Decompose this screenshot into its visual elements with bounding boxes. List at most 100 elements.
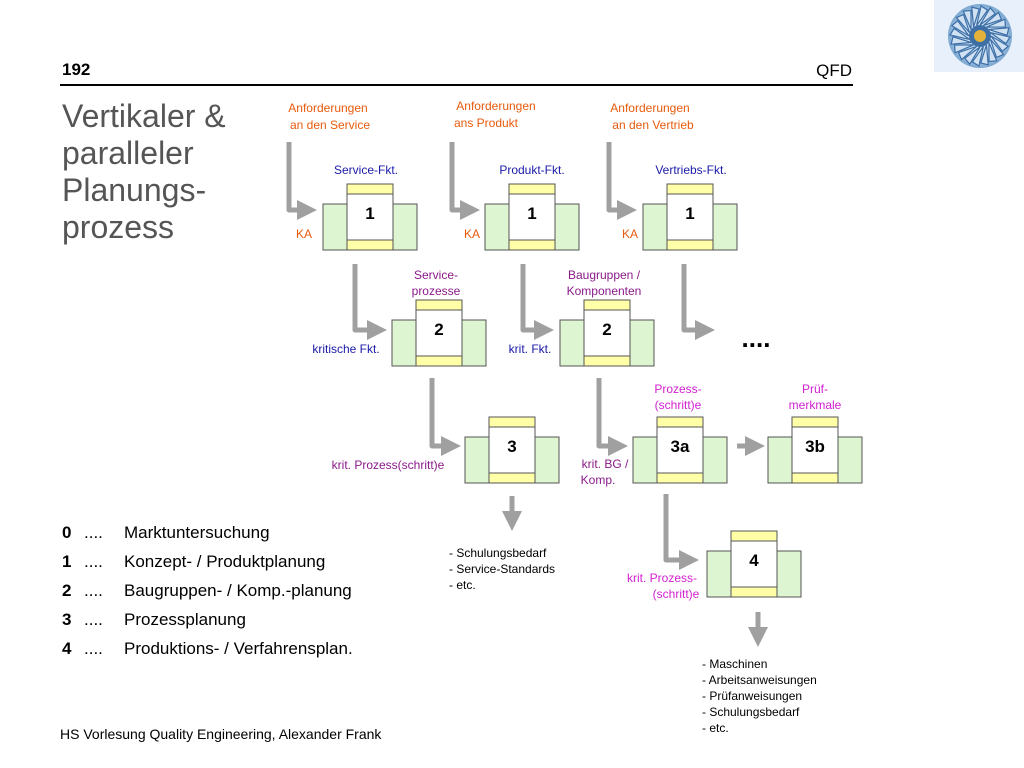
house-number: 2 <box>434 320 443 339</box>
title-line: Planungs- <box>62 172 207 208</box>
turbine-blade <box>990 35 1010 53</box>
ka-label: KA <box>296 227 312 241</box>
house-number: 4 <box>749 551 759 570</box>
phase-text: Marktuntersuchung <box>124 523 270 542</box>
crit-bg-label: krit. BG / <box>582 457 629 471</box>
phase-dots: .... <box>84 610 103 629</box>
turbine-blade <box>962 9 972 30</box>
qfd-house-h1b: 1 <box>484 183 580 251</box>
arrow-h1a-to-h2a <box>352 264 387 340</box>
phase-text: Baugruppen- / Komp.-planung <box>124 581 352 600</box>
phase-dots: .... <box>84 552 103 571</box>
phase-item: 0.... Marktuntersuchung <box>62 518 353 547</box>
header-rule <box>60 84 853 86</box>
house-number: 3a <box>671 437 690 456</box>
qfd-house-h1a: 1 <box>322 183 418 251</box>
phase-number: 4 <box>62 639 72 658</box>
arrow-h1c-continue <box>681 264 715 340</box>
input-sales-label: Anforderungen <box>610 101 689 115</box>
turbine-blade <box>950 19 970 37</box>
crit-bg-label: Komp. <box>581 473 616 487</box>
service-processes-label: prozesse <box>412 284 461 298</box>
turbine-blade <box>990 32 1011 45</box>
slide-title: Vertikaler & paralleler Planungs- prozes… <box>62 98 282 246</box>
crit-process-4-label: krit. Prozess- <box>627 571 697 585</box>
note-item: - Prüfanweisungen <box>702 689 803 703</box>
title-line: paralleler <box>62 135 194 171</box>
note-item: - etc. <box>702 721 729 735</box>
turbine-wheel-icon <box>934 0 1024 72</box>
turbine-blade <box>983 11 1003 27</box>
phase-item: 2.... Baugruppen- / Komp.-planung <box>62 576 353 605</box>
notes-house-4: - Maschinen - Arbeitsanweisungen - Prüfa… <box>702 656 817 736</box>
phase-dots: .... <box>84 523 103 542</box>
test-features-label: Prüf- <box>802 382 828 396</box>
qfd-house-h1c: 1 <box>642 183 738 251</box>
input-sales-label: an den Vertrieb <box>612 118 694 132</box>
phase-text: Produktions- / Verfahrensplan. <box>124 639 353 658</box>
house-number: 2 <box>602 320 611 339</box>
notes-house-3: - Schulungsbedarf - Service-Standards - … <box>449 545 555 593</box>
process-steps-label: (schritt)e <box>655 398 702 412</box>
qfd-house-h3: 3 <box>464 416 560 484</box>
qfd-house-h2a: 2 <box>391 299 487 367</box>
qfd-house-h4: 4 <box>706 530 802 598</box>
crit-process-3-label: krit. Prozess(schritt)e <box>332 458 445 472</box>
crit-fkt-label: krit. Fkt. <box>509 342 552 356</box>
input-product-label: ans Produkt <box>454 116 519 130</box>
arrow-h1b-to-h2b <box>520 264 554 340</box>
page-number: 192 <box>62 60 91 79</box>
turbine-blade <box>988 42 998 63</box>
turbine-blade <box>976 5 989 26</box>
house-number: 1 <box>527 204 536 223</box>
function-sales-label: Vertriebs-Fkt. <box>655 163 726 177</box>
phase-number: 0 <box>62 523 72 542</box>
phase-dots: .... <box>84 581 103 600</box>
turbine-blade <box>950 36 972 45</box>
turbine-blade <box>949 27 970 40</box>
qfd-house-h3b: 3b <box>767 416 863 484</box>
phase-item: 4.... Produktions- / Verfahrensplan. <box>62 634 353 663</box>
turbine-blade <box>963 46 981 66</box>
phase-dots: .... <box>84 639 103 658</box>
turbine-blade <box>989 39 1005 59</box>
ka-label: KA <box>622 227 638 241</box>
house-number: 3b <box>805 437 825 456</box>
ka-label: KA <box>464 227 480 241</box>
phase-number: 1 <box>62 552 72 571</box>
phase-item: 1.... Konzept- / Produktplanung <box>62 547 353 576</box>
input-service-label: Anforderungen <box>288 101 367 115</box>
turbine-blade <box>988 27 1010 36</box>
turbine-blade <box>979 6 997 26</box>
title-line: prozess <box>62 209 175 245</box>
phase-list: 0.... Marktuntersuchung 1.... Konzept- / P… <box>62 518 353 663</box>
note-item: - etc. <box>449 578 476 592</box>
function-product-label: Produkt-Fkt. <box>499 163 564 177</box>
turbine-blade <box>971 46 984 67</box>
note-item: - Schulungsbedarf <box>702 705 800 719</box>
phase-item: 3.... Prozessplanung <box>62 605 353 634</box>
test-features-label: merkmale <box>789 398 842 412</box>
assemblies-label: Komponenten <box>567 284 642 298</box>
phase-number: 2 <box>62 581 72 600</box>
input-service-label: an den Service <box>290 118 370 132</box>
phase-number: 3 <box>62 610 72 629</box>
house-number: 3 <box>507 437 516 456</box>
turbine-blade <box>986 18 1007 28</box>
continuation-dots: .... <box>742 323 771 353</box>
turbine-blade <box>955 13 971 33</box>
service-processes-label: Service- <box>414 268 458 282</box>
note-item: - Service-Standards <box>449 562 556 576</box>
process-steps-label: Prozess- <box>654 382 701 396</box>
critical-fkt-label: kritische Fkt. <box>312 342 379 356</box>
house-number: 1 <box>365 204 374 223</box>
header-topic: QFD <box>816 61 852 80</box>
function-service-label: Service-Fkt. <box>334 163 398 177</box>
arrow-h2b-to-h3a <box>596 378 628 456</box>
turbine-blade <box>971 6 980 28</box>
house-number: 1 <box>685 204 694 223</box>
phase-text: Konzept- / Produktplanung <box>124 552 326 571</box>
phase-text: Prozessplanung <box>124 610 246 629</box>
note-item: - Arbeitsanweisungen <box>702 673 817 687</box>
note-item: - Schulungsbedarf <box>449 546 547 560</box>
